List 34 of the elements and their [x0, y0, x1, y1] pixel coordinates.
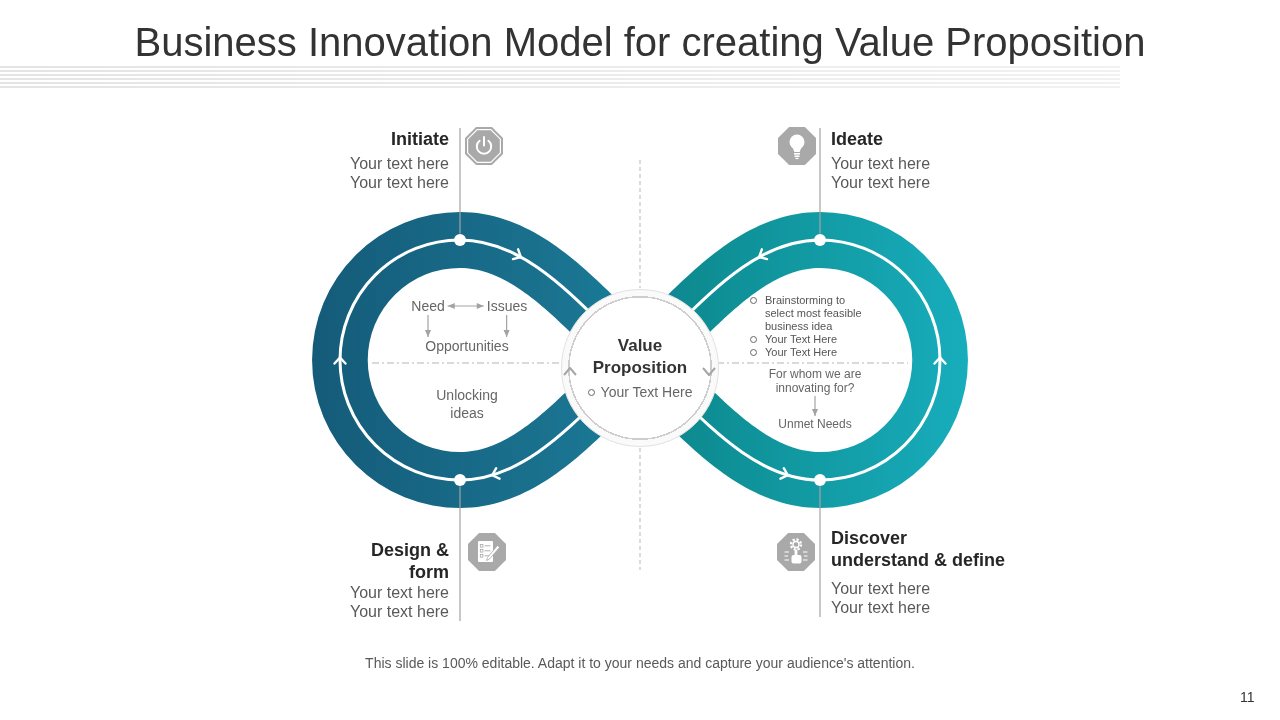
node-label: Need — [411, 298, 445, 314]
leader-line — [459, 127, 461, 235]
node-label: Unmet Needs — [778, 417, 852, 431]
leader-line — [459, 485, 461, 622]
node-label: For whom we are innovating for? — [759, 367, 871, 395]
bullet-text: Brainstorming to select most feasible business idea — [765, 294, 863, 333]
node-label: Opportunities — [425, 338, 509, 354]
step-text: Your text here — [349, 154, 449, 173]
bullet-text: Your Text Here — [765, 346, 838, 359]
leader-line — [819, 485, 821, 618]
note-text: Unlocking ideas — [435, 386, 499, 422]
arrow — [503, 314, 510, 338]
step-text: Your text here — [831, 154, 931, 173]
step-text: Your text here — [831, 579, 931, 598]
footer-note: This slide is 100% editable. Adapt it to your needs and capture your audience's attention. — [365, 655, 915, 672]
step-heading: Discover understand & define — [831, 527, 1006, 571]
bullet-text: Your Text Here — [765, 333, 838, 346]
arrow — [447, 302, 485, 310]
step-heading: Design & form — [370, 539, 449, 583]
page-number: 11 — [1240, 689, 1255, 706]
center-heading: Value Proposition — [591, 335, 689, 379]
arrow — [811, 395, 819, 417]
step-text: Your text here — [349, 583, 449, 602]
slide-title: Business Innovation Model for creating Value Proposition — [134, 19, 1146, 66]
step-text: Your text here — [349, 173, 449, 192]
center-text: Your Text Here — [600, 384, 693, 401]
node-label: Issues — [486, 298, 528, 314]
step-text: Your text here — [349, 602, 449, 621]
step-text: Your text here — [831, 598, 931, 617]
step-heading: Initiate — [391, 128, 449, 150]
arrow — [424, 314, 432, 338]
step-text: Your text here — [831, 173, 931, 192]
step-heading: Ideate — [831, 128, 884, 150]
leader-line — [819, 127, 821, 235]
